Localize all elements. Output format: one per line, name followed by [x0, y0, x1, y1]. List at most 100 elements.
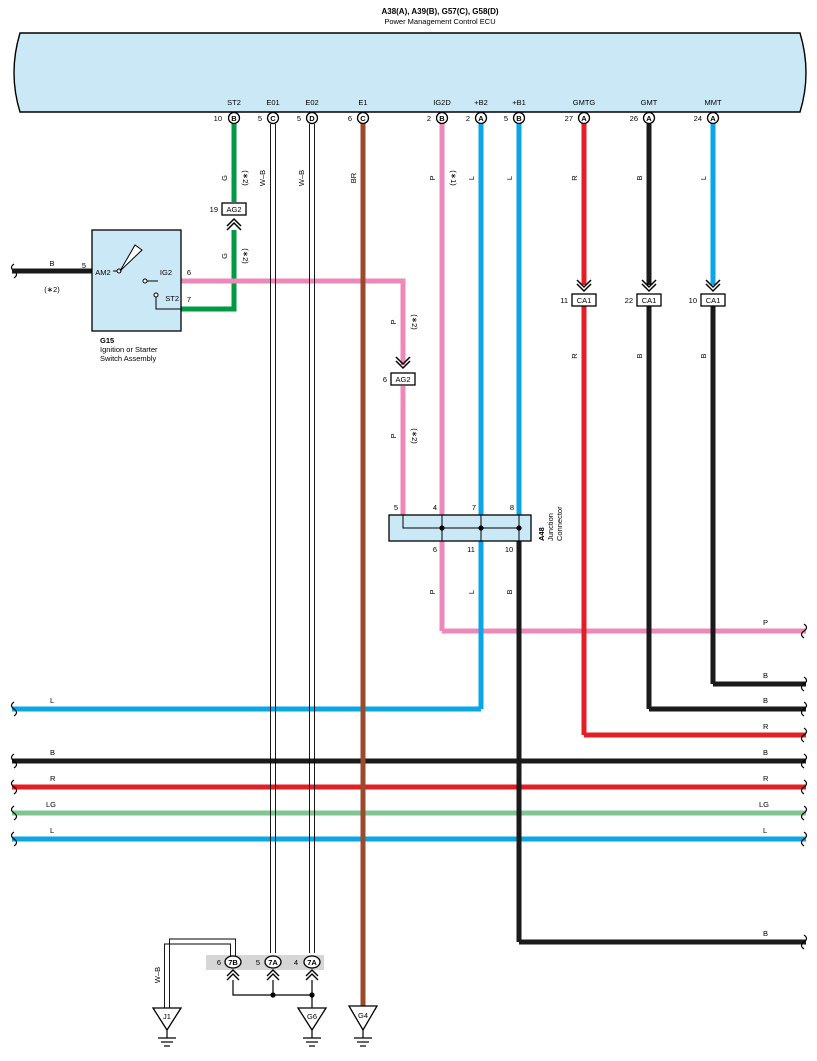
connector-pin: 11 — [560, 296, 568, 305]
ground-conn-pin: 6 — [217, 958, 221, 967]
bus-label-right: R — [763, 722, 769, 731]
wire-color-label: W–B — [153, 967, 162, 983]
pin-label: +B1 — [512, 98, 526, 107]
switch-ig2-label: IG2 — [160, 268, 172, 277]
ecu-name: Power Management Control ECU — [384, 17, 495, 26]
wire-note: (∗2) — [241, 248, 250, 264]
switch-input-note: (∗2) — [44, 285, 60, 294]
switch-st2-label: ST2 — [165, 294, 179, 303]
connector-ca1-gmtg: 11 CA1 — [560, 279, 597, 307]
connector-label: CA1 — [642, 296, 657, 305]
switch-assembly: 5 AM2 IG2 ST2 6 7 B (∗2) G15 Ignition or… — [44, 229, 191, 363]
connector-ca1-gmt: 22 CA1 — [625, 279, 662, 307]
switch-st2-pin: 7 — [187, 295, 191, 304]
pin-number: 10 — [214, 114, 222, 123]
bus-label-right: LG — [759, 800, 769, 809]
ecu-box — [13, 32, 807, 113]
ecu-pin-st2: ST2 10 B — [214, 98, 241, 125]
bus-label-right: R — [763, 774, 769, 783]
pin-number: 6 — [348, 114, 352, 123]
pin-connector: A — [710, 114, 716, 123]
ground-label: G4 — [358, 1011, 368, 1020]
pin-connector: A — [646, 114, 652, 123]
junction-name-1: Junction — [546, 513, 555, 541]
pin-connector: D — [309, 114, 315, 123]
wire-color-label: L — [467, 590, 476, 594]
ground-splice — [270, 992, 276, 998]
connector-label: CA1 — [577, 296, 592, 305]
ground-conn-pin: 5 — [256, 958, 260, 967]
wire-color-label: B — [635, 175, 644, 180]
wire-note: (∗1) — [449, 170, 458, 186]
bus-label-left: L — [50, 826, 54, 835]
wire-color-label: R — [570, 353, 579, 359]
pin-label: ST2 — [227, 98, 241, 107]
ecu-pin-gmt: GMT 26 A — [630, 98, 658, 125]
ground-label: J1 — [163, 1012, 171, 1021]
wire-color-label: P — [428, 589, 437, 594]
pin-connector: C — [360, 114, 366, 123]
wire-color-label: B — [699, 353, 708, 358]
wire-note: (∗2) — [410, 428, 419, 444]
connector-pin: 19 — [210, 205, 218, 214]
pin-label: +B2 — [474, 98, 488, 107]
bus-label-right: P — [763, 618, 768, 627]
pin-connector: B — [439, 114, 445, 123]
pin-connector: B — [516, 114, 522, 123]
ground-label: G6 — [307, 1012, 317, 1021]
wire-color-label: P — [389, 433, 398, 438]
pin-label: GMTG — [573, 98, 596, 107]
ground-g4: G4 — [347, 1005, 379, 1047]
ecu-pin-gmtg: GMTG 27 A — [565, 98, 596, 125]
wire-color-label: P — [428, 175, 437, 180]
junction-pin-top: 5 — [394, 503, 398, 512]
wire-color-label: R — [570, 175, 579, 181]
pin-number: 2 — [427, 114, 431, 123]
wire-break-marks — [10, 263, 808, 950]
pin-number: 24 — [694, 114, 702, 123]
pin-connector: A — [581, 114, 587, 123]
pin-label: GMT — [641, 98, 658, 107]
ecu-pin-e02: E02 5 D — [297, 98, 319, 125]
connector-label: AG2 — [395, 375, 410, 384]
junction-pin-bottom: 10 — [505, 545, 513, 554]
wire-color-label: B — [635, 353, 644, 358]
bus-label-right: B — [763, 696, 768, 705]
junction-pin-bottom: 11 — [467, 545, 475, 554]
pin-label: MMT — [704, 98, 721, 107]
wire-color-label: BR — [349, 172, 358, 183]
pin-label: E01 — [266, 98, 279, 107]
pin-connector: C — [270, 114, 276, 123]
bus-label-left: R — [50, 774, 56, 783]
pin-connector: B — [231, 114, 237, 123]
bus-label-left: L — [50, 696, 54, 705]
wire-color-label: L — [467, 176, 476, 180]
pin-number: 27 — [565, 114, 573, 123]
wire-color-label: G — [220, 253, 229, 259]
wire-ig2-pink — [181, 278, 406, 365]
wire-color-label: B — [505, 589, 514, 594]
wire-st2-green-lower — [181, 230, 237, 312]
ground-conn-pin: 4 — [294, 958, 298, 967]
pin-connector: A — [478, 114, 484, 123]
pin-number: 2 — [466, 114, 470, 123]
ecu-pin-mmt: MMT 24 A — [694, 98, 722, 125]
bus-label-right: L — [763, 826, 767, 835]
switch-am2-pin: 5 — [82, 261, 86, 270]
junction-id: A48 — [537, 527, 546, 541]
connector-ag2-lower: 6 AG2 — [383, 356, 416, 386]
ecu-pin-e1: E1 6 C — [348, 98, 370, 125]
connector-label: AG2 — [226, 205, 241, 214]
bus-label-left: B — [50, 748, 55, 757]
pin-number: 5 — [504, 114, 508, 123]
bus-label-right: B — [763, 929, 768, 938]
ground-conn-label: 7B — [228, 958, 238, 967]
bus-label-right: B — [763, 671, 768, 680]
junction-name-2: Connector — [555, 506, 564, 541]
ground-j1: J1 — [151, 1007, 183, 1047]
switch-name-1: Ignition or Starter — [100, 345, 158, 354]
ground-connector-7a-2: 4 7A — [294, 955, 321, 969]
ecu-pin-e01: E01 5 C — [258, 98, 280, 125]
junction-pin-bottom: 6 — [433, 545, 437, 554]
